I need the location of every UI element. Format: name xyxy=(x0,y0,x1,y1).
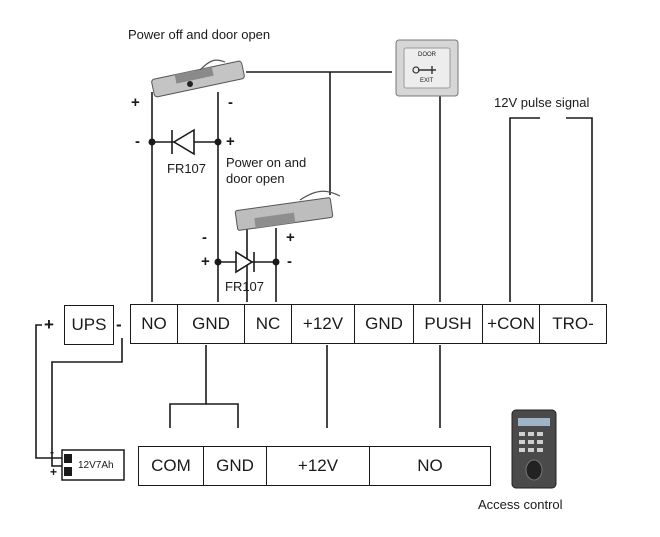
polarity-diode-low-left: + xyxy=(201,253,210,270)
access-control-image xyxy=(511,409,557,489)
polarity-lock-top-plus: + xyxy=(131,94,140,111)
terminal-plus-12v: +12V xyxy=(291,304,355,344)
terminal-plus-control: +CON xyxy=(482,304,540,344)
ups-box: UPS xyxy=(64,305,114,345)
polarity-lock-mid-left: - xyxy=(202,229,207,246)
battery-image xyxy=(61,449,125,481)
battery-plus: + xyxy=(50,465,58,479)
caption-lock-top: Power off and door open xyxy=(128,27,271,42)
terminal-control-minus: TRO- xyxy=(539,304,607,344)
junction-dot xyxy=(272,258,280,266)
ups-plus: + xyxy=(44,315,54,334)
junction-dot xyxy=(214,258,222,266)
ups-minus: - xyxy=(116,315,122,334)
terminal-gnd-2: GND xyxy=(354,304,414,344)
access-terminal-gnd: GND xyxy=(203,446,267,486)
diode-upper-label: FR107 xyxy=(167,161,207,176)
terminal-no: NO xyxy=(130,304,178,344)
exit-button-line2: EXIT xyxy=(420,78,434,84)
caption-lock-mid-line2: door open xyxy=(226,171,285,186)
caption-access-control: Access control xyxy=(478,497,563,512)
polarity-lock-mid-right: + xyxy=(286,229,295,246)
diode-lower-label: FR107 xyxy=(225,279,265,294)
battery-label: 12V7Ah xyxy=(78,460,114,471)
exit-button-line1: DOOR xyxy=(418,52,436,58)
access-terminal-com: COM xyxy=(138,446,204,486)
exit-button-image xyxy=(395,39,459,97)
access-terminal-no: NO xyxy=(369,446,491,486)
caption-lock-mid-line1: Power on and xyxy=(226,155,307,170)
polarity-diode-low-right: - xyxy=(287,253,292,270)
lock-top-image xyxy=(151,59,245,98)
polarity-diode-top-left: - xyxy=(135,133,140,150)
junction-dot xyxy=(148,138,156,146)
lock-mid-image xyxy=(234,190,341,231)
access-terminal-plus-12v: +12V xyxy=(266,446,370,486)
terminal-push: PUSH xyxy=(413,304,483,344)
polarity-diode-top-right: + xyxy=(226,133,235,150)
terminal-gnd: GND xyxy=(177,304,245,344)
diode-lower-symbol xyxy=(235,250,255,274)
diode-upper-symbol xyxy=(171,128,195,156)
polarity-lock-top-minus: - xyxy=(228,94,233,111)
battery-minus: - xyxy=(50,445,54,459)
caption-pulse-signal: 12V pulse signal xyxy=(494,95,590,110)
junction-dot xyxy=(214,138,222,146)
terminal-nc: NC xyxy=(244,304,292,344)
